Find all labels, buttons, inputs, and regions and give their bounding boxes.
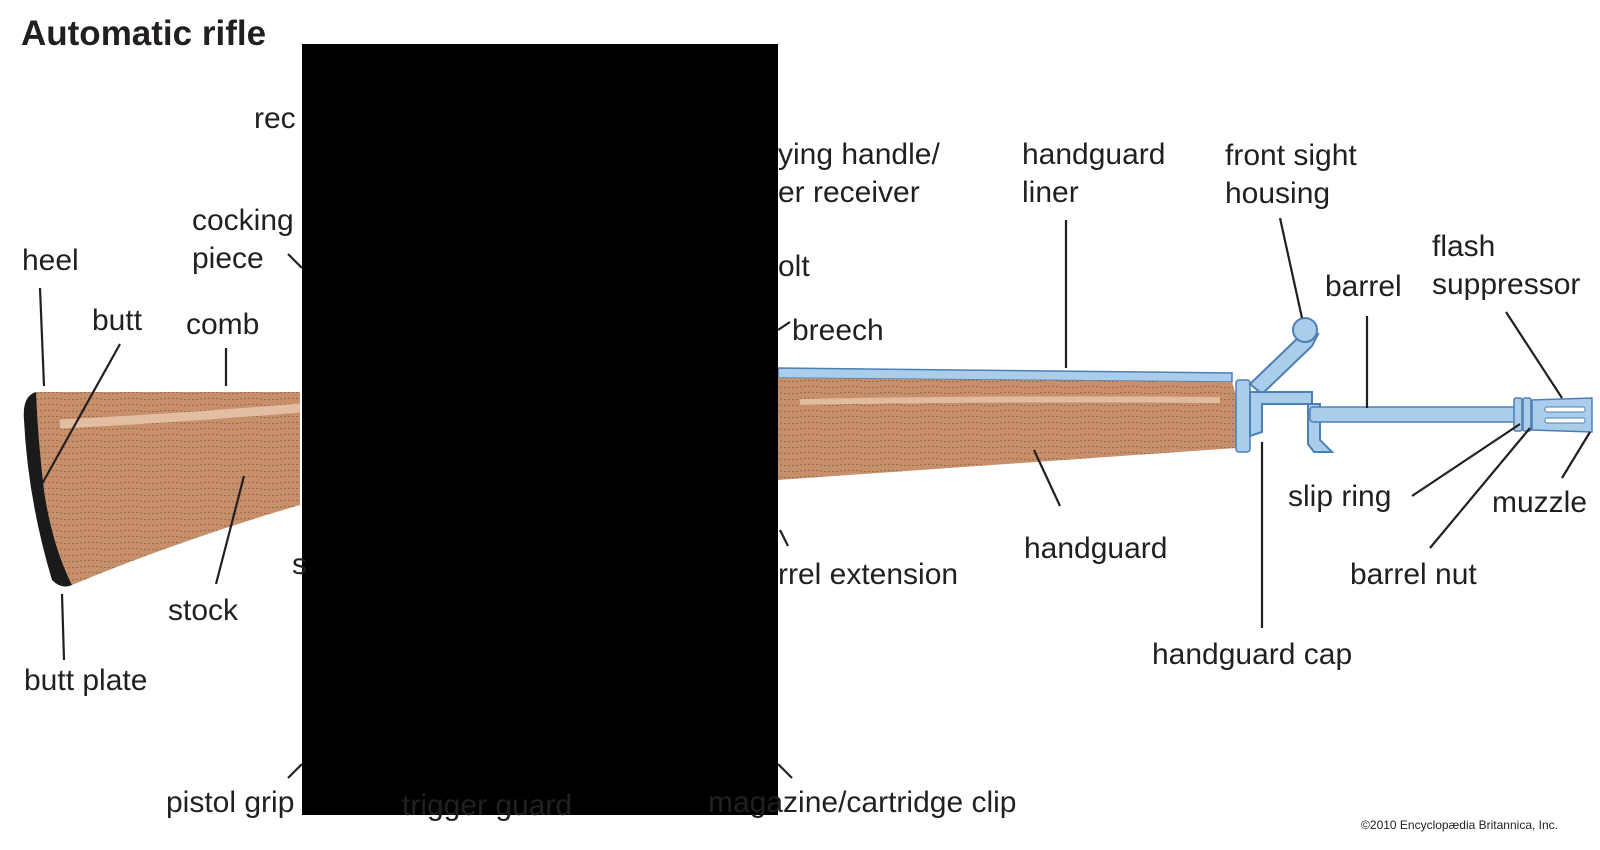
- label-handguard-liner-line2: liner: [1022, 174, 1079, 212]
- label-barrel-extension: rrel extension: [778, 556, 958, 594]
- label-heel: heel: [22, 242, 79, 280]
- label-cocking-piece-line1: cocking: [192, 202, 294, 240]
- label-stock: stock: [168, 592, 238, 630]
- stock-shape: [36, 392, 300, 585]
- label-magazine-cartridge-clip: magazine/cartridge clip: [708, 784, 1016, 822]
- label-handguard: handguard: [1024, 530, 1167, 568]
- label-cocking-piece-line2: piece: [192, 240, 264, 278]
- barrel-shape: [1310, 407, 1520, 422]
- barrel-nut-shape: [1523, 398, 1531, 431]
- label-front-sight-housing-line2: housing: [1225, 175, 1330, 213]
- label-handguard-cap: handguard cap: [1152, 636, 1352, 674]
- label-carrying-handle-line1: ying handle/: [778, 136, 940, 174]
- label-breech: breech: [792, 312, 884, 350]
- label-butt-plate: butt plate: [24, 662, 147, 700]
- label-muzzle: muzzle: [1492, 484, 1587, 522]
- label-flash-suppressor-line1: flash: [1432, 228, 1495, 266]
- label-trigger-guard: trigger guard: [402, 787, 572, 825]
- label-bolt-fragment: olt: [778, 248, 810, 286]
- handguard-shape: [778, 378, 1239, 480]
- copyright-notice: ©2010 Encyclopædia Britannica, Inc.: [1361, 818, 1558, 832]
- label-barrel: barrel: [1325, 268, 1402, 306]
- label-butt: butt: [92, 302, 142, 340]
- label-pistol-grip: pistol grip: [166, 784, 294, 822]
- flash-suppressor-shape: [1532, 398, 1592, 432]
- label-carrying-handle-line2: er receiver: [778, 174, 920, 212]
- label-front-sight-housing-line1: front sight: [1225, 137, 1357, 175]
- label-flash-suppressor-line2: suppressor: [1432, 266, 1580, 304]
- label-barrel-nut: barrel nut: [1350, 556, 1477, 594]
- redaction-block: [302, 44, 778, 815]
- label-fragment-s: s: [292, 546, 307, 584]
- handguard-cap-shape: [1236, 380, 1250, 452]
- label-comb: comb: [186, 306, 259, 344]
- front-sight-housing-shape: [1250, 318, 1332, 452]
- label-receiver-fragment: rec: [254, 100, 296, 138]
- label-slip-ring: slip ring: [1288, 478, 1391, 516]
- label-handguard-liner-line1: handguard: [1022, 136, 1165, 174]
